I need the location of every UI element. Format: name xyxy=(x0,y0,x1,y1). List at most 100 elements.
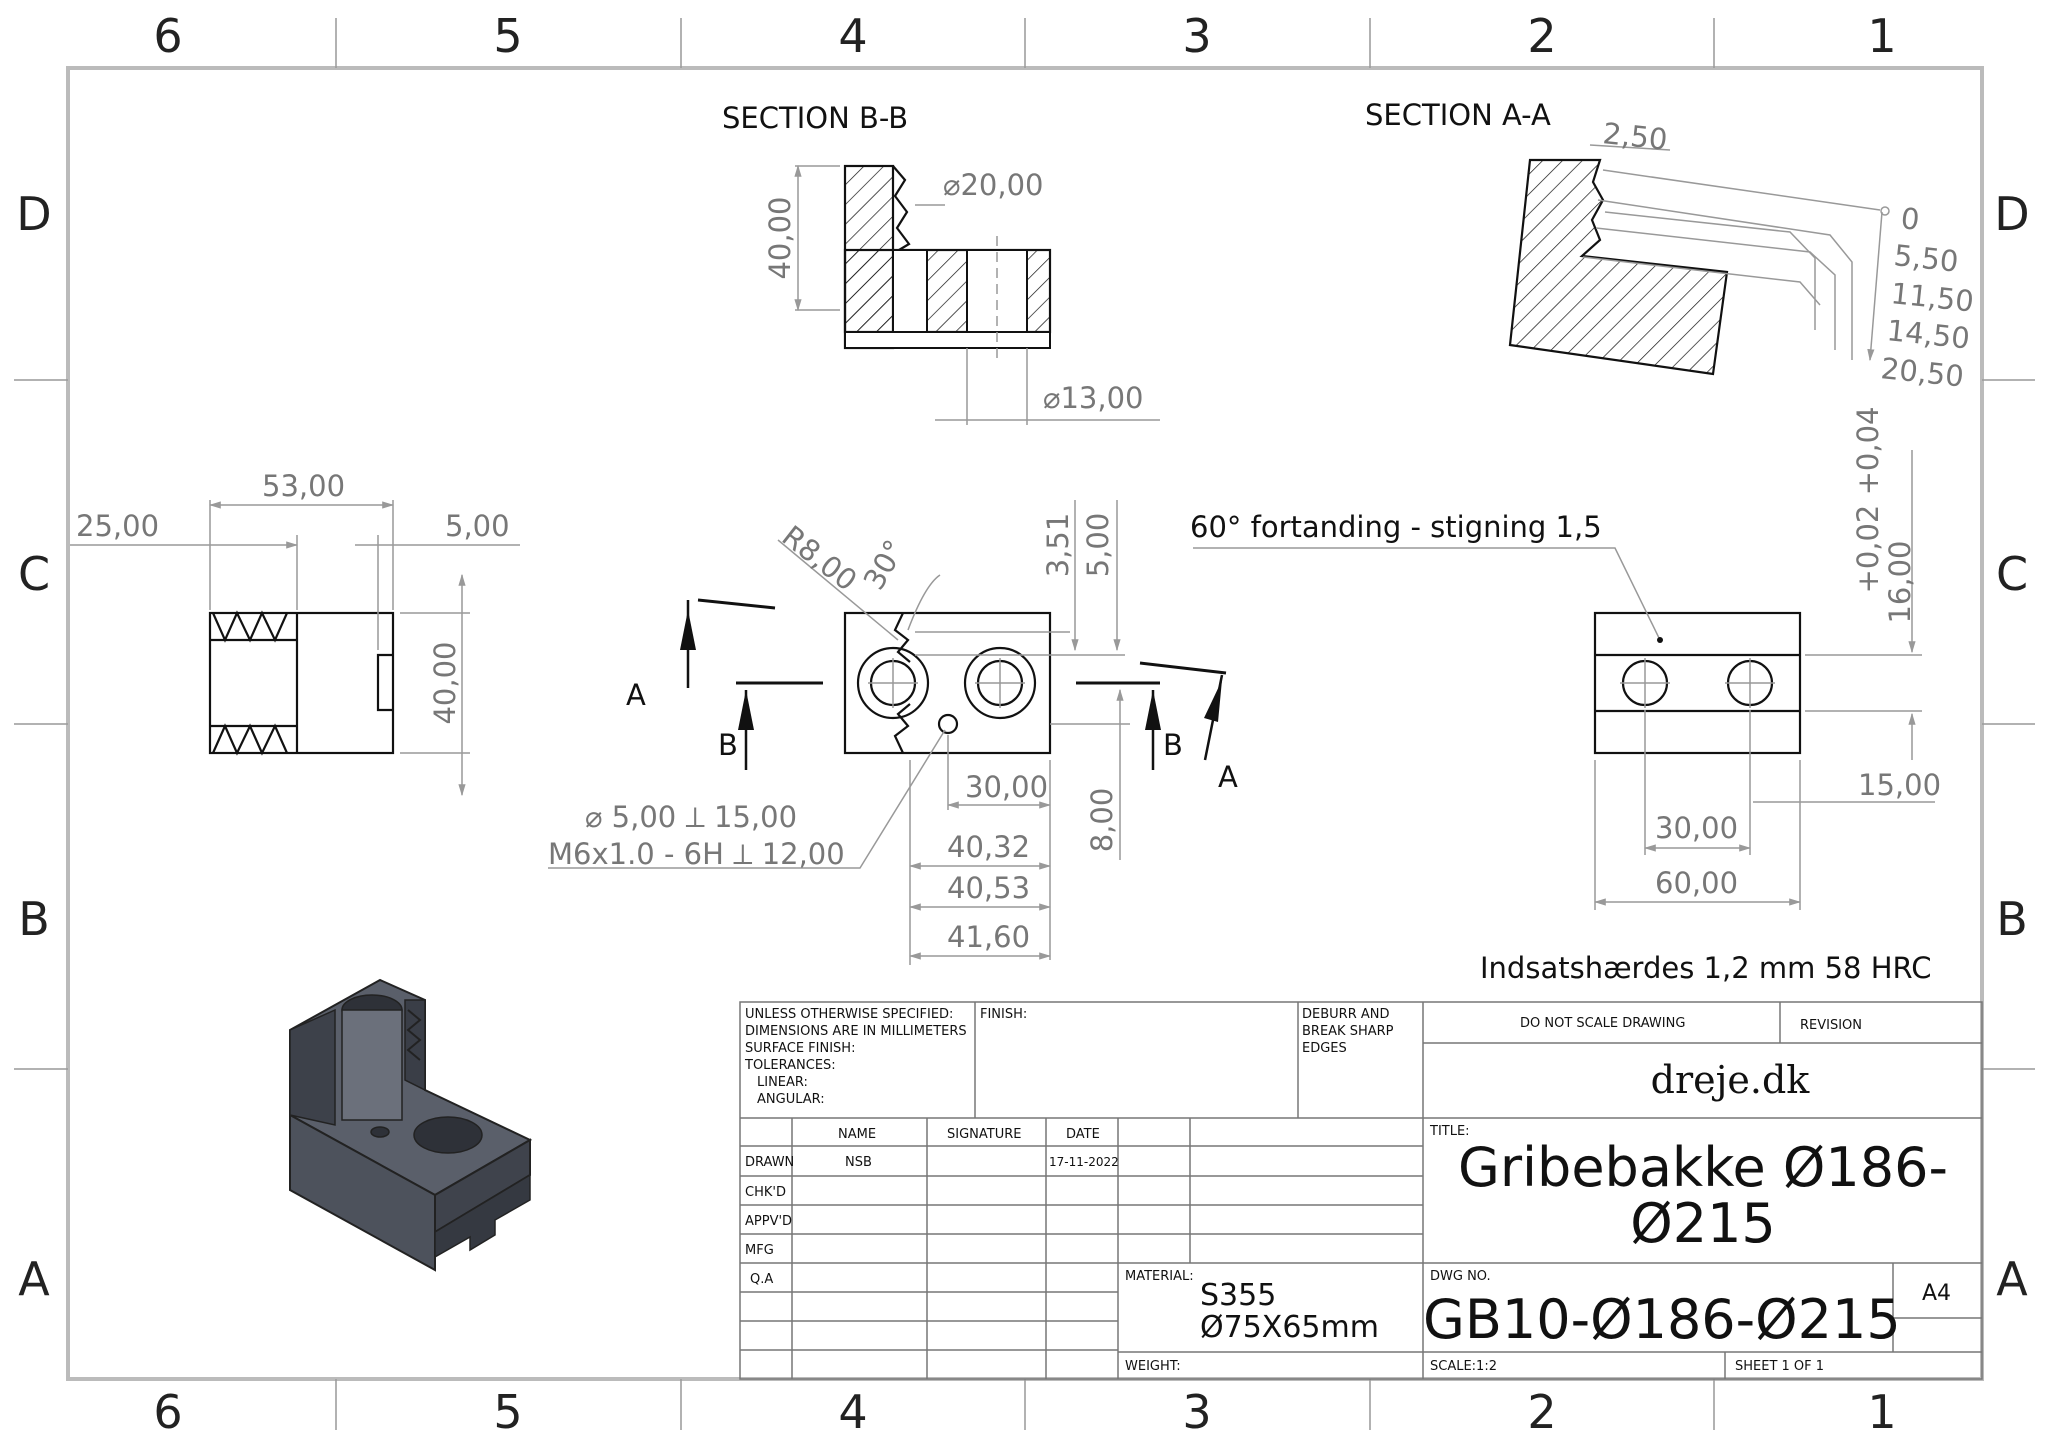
svg-text:DWG NO.: DWG NO. xyxy=(1430,1269,1491,1284)
section-bb-title: SECTION B-B xyxy=(722,101,908,135)
bb-dim-height: 40,00 xyxy=(763,196,797,279)
cut-label-a-right: A xyxy=(1218,760,1238,794)
svg-text:TOLERANCES:: TOLERANCES: xyxy=(744,1058,836,1073)
svg-text:SURFACE FINISH:: SURFACE FINISH: xyxy=(745,1041,855,1056)
teeth-note: 60° fortanding - stigning 1,5 xyxy=(1190,510,1602,544)
svg-text:1: 1 xyxy=(1867,1385,1896,1439)
svg-text:CHK'D: CHK'D xyxy=(745,1185,786,1200)
front-dim-800: 8,00 xyxy=(1085,788,1119,853)
right-dim-1600: 16,00 xyxy=(1883,540,1917,623)
right-dim-tolerance: +0,02 +0,04 xyxy=(1851,407,1885,594)
zone-row-left: D xyxy=(16,187,51,241)
side-dim-slot: 5,00 xyxy=(445,509,510,543)
sheet-label: SHEET 1 OF 1 xyxy=(1735,1359,1824,1374)
aa-dim-step: 2,50 xyxy=(1601,116,1669,157)
drawing-number: GB10-Ø186-Ø215 xyxy=(1423,1288,1901,1351)
svg-text:2: 2 xyxy=(1527,1385,1556,1439)
svg-text:MATERIAL:: MATERIAL: xyxy=(1125,1269,1194,1284)
svg-text:DATE: DATE xyxy=(1066,1127,1100,1142)
section-bb-view: SECTION B-B 40,00 ⌀20,00 ⌀13,00 xyxy=(722,101,1160,425)
svg-text:NAME: NAME xyxy=(838,1127,876,1142)
sheet-size: A4 xyxy=(1922,1281,1951,1306)
svg-text:4: 4 xyxy=(838,9,867,63)
svg-text:ANGULAR:: ANGULAR: xyxy=(757,1092,825,1107)
side-view: 53,00 25,00 5,00 40,00 xyxy=(70,469,520,797)
svg-text:B: B xyxy=(18,892,50,946)
isometric-view xyxy=(289,978,533,1272)
svg-text:3: 3 xyxy=(1182,1385,1211,1439)
right-dim-1500: 15,00 xyxy=(1858,768,1941,802)
right-view: 60° fortanding - stigning 1,5 +0,02 +0,0… xyxy=(1190,407,1941,910)
svg-text:DIMENSIONS ARE IN MILLIMETERS: DIMENSIONS ARE IN MILLIMETERS xyxy=(745,1024,967,1039)
svg-text:C: C xyxy=(1996,547,2028,601)
aa-dim-3: 14,50 xyxy=(1885,313,1971,355)
svg-text:WEIGHT:: WEIGHT: xyxy=(1125,1359,1181,1374)
aa-dim-0: 0 xyxy=(1899,201,1921,237)
aa-dim-2: 11,50 xyxy=(1889,276,1975,318)
scale-label: SCALE:1:2 xyxy=(1430,1359,1497,1374)
front-dim-4160: 41,60 xyxy=(947,920,1030,954)
do-not-scale: DO NOT SCALE DRAWING xyxy=(1520,1016,1685,1031)
side-dim-offset: 25,00 xyxy=(76,509,159,543)
hole-callout-drill: ⌀ 5,00 ⟂ 15,00 xyxy=(585,800,797,834)
front-dim-500: 5,00 xyxy=(1081,513,1115,578)
aa-dim-1: 5,50 xyxy=(1892,238,1960,279)
bb-dim-bore: ⌀20,00 xyxy=(943,168,1043,202)
zone-labels: 6 5 4 3 2 1 6 5 4 3 2 1 D C B A D C B A xyxy=(16,9,2029,1439)
drawing-title-line2: Ø215 xyxy=(1630,1192,1776,1255)
hole-callout-thread: M6x1.0 - 6H ⟂ 12,00 xyxy=(548,837,845,871)
svg-text:A: A xyxy=(18,1252,50,1306)
material-grade: S355 xyxy=(1200,1278,1276,1313)
right-dim-3000: 30,00 xyxy=(1655,811,1738,845)
svg-text:C: C xyxy=(18,547,50,601)
title-block: UNLESS OTHERWISE SPECIFIED: DIMENSIONS A… xyxy=(739,1001,1983,1380)
zone-row-right: D xyxy=(1994,187,2029,241)
bb-dim-counterbore: ⌀13,00 xyxy=(1043,381,1143,415)
svg-text:Q.A: Q.A xyxy=(750,1272,773,1287)
right-dim-6000: 60,00 xyxy=(1655,866,1738,900)
front-dim-351: 3,51 xyxy=(1041,513,1075,578)
zone-ticks xyxy=(14,18,2035,1430)
svg-text:2: 2 xyxy=(1527,9,1556,63)
svg-text:3: 3 xyxy=(1182,9,1211,63)
svg-text:BREAK SHARP: BREAK SHARP xyxy=(1302,1024,1394,1039)
svg-text:5: 5 xyxy=(493,1385,522,1439)
drawn-name: NSB xyxy=(845,1155,872,1170)
hardening-note: Indsatshærdes 1,2 mm 58 HRC xyxy=(1480,951,1931,985)
aa-dim-4: 20,50 xyxy=(1879,351,1965,393)
side-dim-length: 53,00 xyxy=(262,469,345,503)
svg-text:APPV'D: APPV'D xyxy=(745,1214,792,1229)
svg-text:LINEAR:: LINEAR: xyxy=(757,1075,808,1090)
section-aa-view: SECTION A-A 2,50 0 5,50 11,50 14,50 20,5… xyxy=(1365,98,1975,394)
svg-text:MFG: MFG xyxy=(745,1243,774,1258)
cut-label-b-left: B xyxy=(718,728,738,762)
svg-text:SIGNATURE: SIGNATURE xyxy=(947,1127,1021,1142)
zone-col-bottom: 6 xyxy=(153,1385,182,1439)
finish-label: FINISH: xyxy=(980,1007,1027,1022)
cut-label-b-right: B xyxy=(1163,728,1183,762)
svg-text:DEBURR AND: DEBURR AND xyxy=(1302,1007,1389,1022)
company-name: dreje.dk xyxy=(1651,1058,1811,1102)
svg-text:5: 5 xyxy=(493,9,522,63)
material-stock: Ø75X65mm xyxy=(1200,1310,1379,1345)
svg-text:EDGES: EDGES xyxy=(1302,1041,1347,1056)
svg-text:DRAWN: DRAWN xyxy=(745,1155,794,1170)
cut-label-a-left: A xyxy=(626,678,646,712)
front-dim-3000: 30,00 xyxy=(965,770,1048,804)
zone-col-top: 6 xyxy=(153,9,182,63)
revision-label: REVISION xyxy=(1800,1018,1862,1033)
svg-text:TITLE:: TITLE: xyxy=(1429,1124,1470,1139)
front-dim-radius: R8,00 xyxy=(776,519,864,598)
svg-text:4: 4 xyxy=(838,1385,867,1439)
front-dim-angle: 30° xyxy=(857,534,912,596)
svg-text:UNLESS OTHERWISE SPECIFIED:: UNLESS OTHERWISE SPECIFIED: xyxy=(745,1007,953,1022)
front-dim-4053: 40,53 xyxy=(947,871,1030,905)
svg-text:1: 1 xyxy=(1867,9,1896,63)
front-view: A B B A R8,00 30° 3,51 5,00 8,00 30,00 4… xyxy=(548,500,1238,965)
drawing-title-line1: Gribebakke Ø186- xyxy=(1458,1136,1948,1199)
svg-text:B: B xyxy=(1996,892,2028,946)
front-dim-4032: 40,32 xyxy=(947,830,1030,864)
svg-text:A: A xyxy=(1996,1252,2028,1306)
section-aa-title: SECTION A-A xyxy=(1365,98,1551,132)
